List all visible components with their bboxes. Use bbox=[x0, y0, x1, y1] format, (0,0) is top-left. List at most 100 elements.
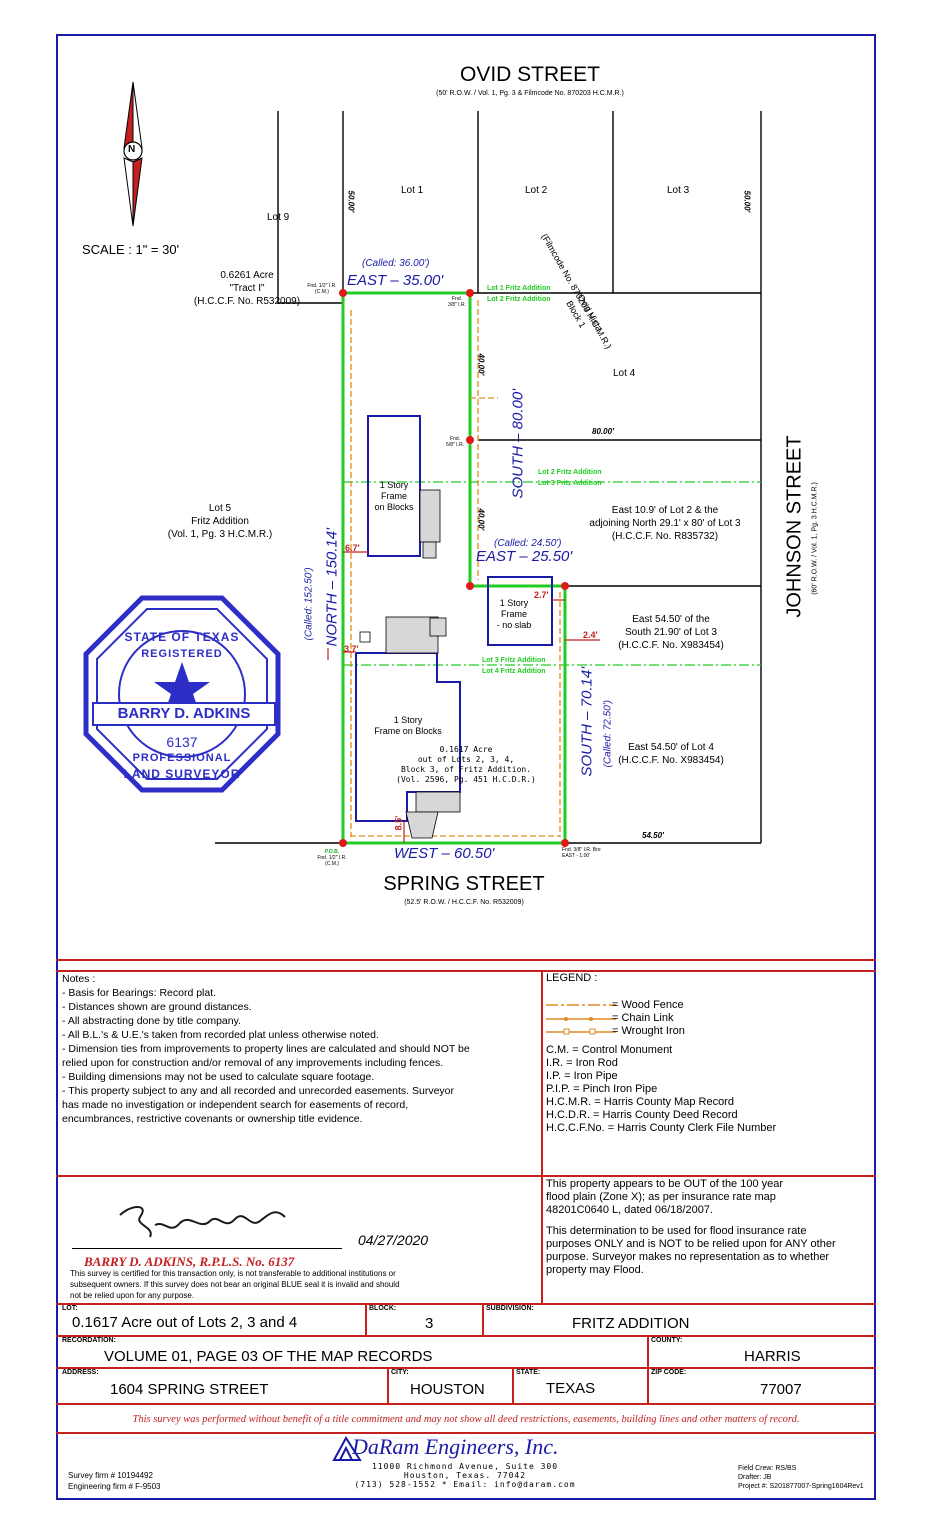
block-field-value: 3 bbox=[425, 1315, 434, 1332]
rule-info-3 bbox=[56, 1367, 876, 1369]
found-rod-nw: Fnd. 1/2" I.R.(C.M.) bbox=[307, 283, 337, 295]
signature-image bbox=[119, 1206, 286, 1238]
street-east-sub: (60' R.O.W. / Vol. 1, Pg. 3 H.C.M.R.) bbox=[811, 482, 819, 595]
legend-block: LEGEND : bbox=[546, 972, 866, 985]
east-35: EAST – 35.00' bbox=[347, 272, 444, 289]
north-arrow-icon bbox=[123, 81, 143, 227]
zip-field-value: 77007 bbox=[760, 1381, 802, 1398]
tie-27: 2.7' bbox=[534, 590, 549, 600]
seal-name: BARRY D. ADKINS bbox=[92, 702, 276, 726]
street-south: SPRING STREET bbox=[383, 873, 545, 895]
recordation-field-label: RECORDATION: bbox=[62, 1337, 116, 1344]
legend-line-samples bbox=[546, 1004, 616, 1035]
county-field-value: HARRIS bbox=[744, 1348, 801, 1365]
city-field-value: HOUSTON bbox=[410, 1381, 485, 1398]
dim-80: 80.00' bbox=[592, 427, 614, 436]
surveyor-name: BARRY D. ADKINS, R.P.L.S. No. 6137 bbox=[84, 1254, 295, 1269]
block-field-label: BLOCK: bbox=[369, 1305, 397, 1312]
lot-field-label: LOT: bbox=[62, 1305, 78, 1312]
rule-notes-divider bbox=[541, 970, 543, 1303]
street-north-sub: (50' R.O.W. / Vol. 1, Pg. 3 & Filmcode N… bbox=[436, 90, 624, 97]
state-field-value: TEXAS bbox=[546, 1380, 596, 1397]
dim-5450: 54.50' bbox=[642, 831, 664, 840]
address-field-label: ADDRESS: bbox=[62, 1369, 99, 1376]
notes-title: Notes : bbox=[62, 973, 96, 985]
called-152: (Called: 152.50') bbox=[303, 567, 315, 641]
rule-notes-top-2 bbox=[56, 970, 876, 972]
seal-registered: REGISTERED bbox=[141, 648, 223, 660]
east-2550: EAST – 25.50' bbox=[476, 548, 573, 565]
east-5450-lot4-label: East 54.50' of Lot 4(H.C.C.F. No. X98345… bbox=[618, 742, 724, 766]
lot-9: Lot 9 bbox=[267, 212, 290, 223]
tie-67: 6.7' bbox=[345, 543, 360, 553]
rule-notes-top bbox=[56, 959, 876, 961]
south-80: SOUTH – 80.00' bbox=[509, 388, 527, 499]
called-2450: (Called: 24.50') bbox=[494, 538, 562, 549]
rule-info-2 bbox=[56, 1335, 876, 1337]
dim-40-bottom: 40.00' bbox=[476, 508, 486, 531]
tie-37: 3.7' bbox=[344, 644, 359, 654]
north-letter: N bbox=[128, 144, 136, 155]
street-north: OVID STREET bbox=[459, 63, 601, 86]
certification-text: This survey is certified for this transa… bbox=[70, 1269, 400, 1300]
daram-logo-icon bbox=[332, 1436, 362, 1461]
state-field-label: STATE: bbox=[516, 1369, 541, 1376]
plat-drawing bbox=[83, 81, 762, 847]
dim-50-right: 50.00' bbox=[742, 190, 752, 213]
subdivision-field-value: FRITZ ADDITION bbox=[572, 1315, 690, 1332]
city-field-label: CITY: bbox=[391, 1369, 409, 1376]
street-east: JOHNSON STREET bbox=[783, 435, 806, 618]
rule-info-1 bbox=[56, 1303, 876, 1305]
disclaimer-text: This survey was performed without benefi… bbox=[132, 1414, 800, 1425]
signature-line bbox=[72, 1248, 342, 1249]
address-field-value: 1604 SPRING STREET bbox=[110, 1381, 269, 1398]
seal-professional: PROFESSIONAL bbox=[132, 752, 232, 764]
found-rod-mid: Fnd.5/8" I.R. bbox=[446, 436, 464, 448]
rule-info-4 bbox=[56, 1403, 876, 1405]
lot-4: Lot 4 bbox=[613, 368, 636, 379]
dim-50-left: 50.00' bbox=[346, 190, 356, 213]
lot-2: Lot 2 bbox=[525, 185, 548, 196]
county-field-label: COUNTY: bbox=[651, 1337, 683, 1344]
surveyor-seal bbox=[83, 595, 281, 793]
certification-date: 04/27/2020 bbox=[358, 1232, 429, 1248]
found-rod-se: Fnd. 3/8" I.R. Brs:EAST - 1.00' bbox=[562, 847, 602, 859]
zip-field-label: ZIP CODE: bbox=[651, 1369, 687, 1376]
legend-lines: = Wood Fence= Chain Link= Wrought Iron bbox=[612, 999, 685, 1037]
lot-1: Lot 1 bbox=[401, 185, 424, 196]
notes-block: Notes : - Basis for Bearings: Record pla… bbox=[62, 972, 537, 1126]
dim-40-top: 40.00' bbox=[476, 353, 486, 376]
scale-label: SCALE : 1" = 30' bbox=[82, 242, 180, 257]
seal-state: STATE OF TEXAS bbox=[124, 630, 240, 644]
street-south-sub: (52.5' R.O.W. / H.C.C.F. No. R532009) bbox=[404, 899, 524, 906]
sheet-border bbox=[56, 34, 876, 1500]
seal-land-surveyor: LAND SURVEYOR bbox=[123, 767, 241, 781]
point-of-beginning: P.O.B.Fnd. 1/2" I.R.(C.M.) bbox=[317, 849, 347, 867]
flood-statement: This property appears to be OUT of the 1… bbox=[546, 1178, 836, 1276]
lot-field-value: 0.1617 Acre out of Lots 2, 3 and 4 bbox=[72, 1314, 298, 1331]
south-70: SOUTH – 70.14' bbox=[578, 666, 596, 777]
recordation-field-value: VOLUME 01, PAGE 03 OF THE MAP RECORDS bbox=[104, 1348, 433, 1365]
tie-85: 8.5' bbox=[393, 815, 404, 831]
rule-footer bbox=[56, 1432, 876, 1434]
tract-label: 0.6261 Acre"Tract I"(H.C.C.F. No. R53200… bbox=[193, 270, 301, 307]
west-60: WEST – 60.50' bbox=[394, 845, 495, 862]
legend-title: LEGEND : bbox=[546, 972, 598, 984]
rule-cert-top bbox=[56, 1175, 876, 1177]
subdivision-field-label: SUBDIVISION: bbox=[486, 1305, 534, 1312]
seal-number: 6137 bbox=[166, 734, 198, 750]
